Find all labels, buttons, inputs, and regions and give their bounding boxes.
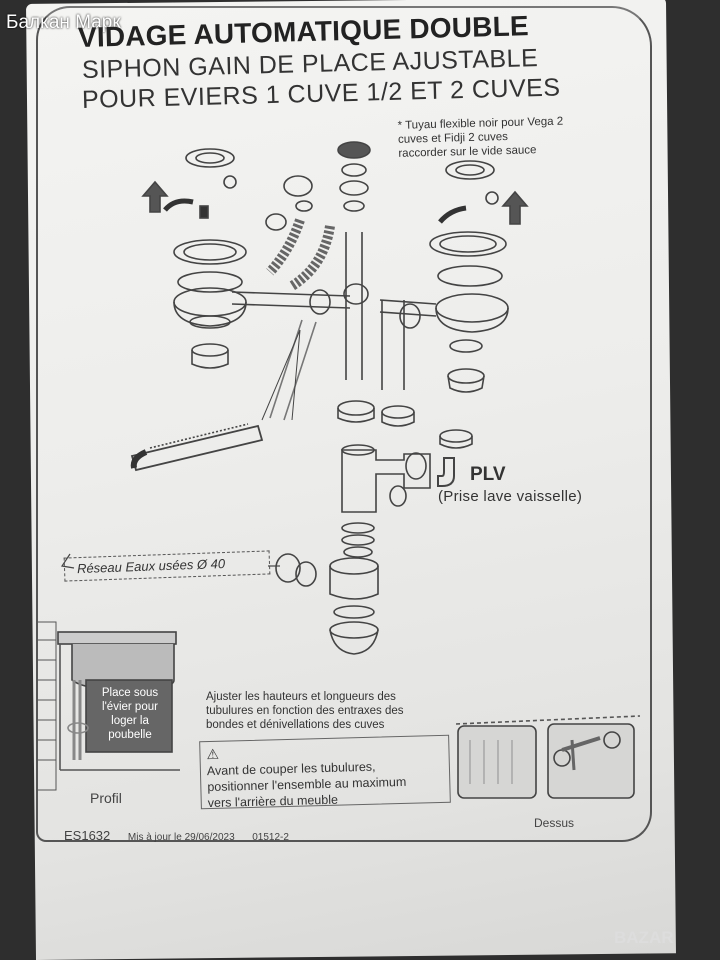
profile-wall-bricks [38, 621, 57, 791]
right-bowl [435, 293, 509, 323]
profil-label: Profil [90, 790, 122, 806]
footer: ES1632 Mis à jour le 29/06/2023 01512-2 [64, 828, 303, 843]
right-up-arrow [501, 190, 529, 225]
warning-icon: ⚠ [206, 745, 220, 763]
adjust-line-2: tubulures en fonction des entraxes des [206, 705, 404, 717]
horizontal-pipe-right [379, 299, 437, 317]
adjust-line-3: bondes et dénivellations des cuves [206, 719, 385, 731]
flexible-hose-left [266, 218, 305, 276]
footer-date: Mis à jour le 29/06/2023 [127, 832, 235, 843]
left-up-arrow [141, 180, 169, 213]
right-strainer-ring [429, 231, 507, 257]
left-strainer-ring [173, 239, 247, 265]
dishwasher-inlet-elbow [437, 457, 455, 487]
plv-label: PLV [470, 464, 506, 485]
place-sous-evier-text: Place sous l'évier pour loger la poubell… [88, 686, 172, 742]
place-sous-line-2: l'évier pour [102, 701, 158, 713]
dessus-label: Dessus [534, 816, 575, 830]
watermark-bottom: BAZAR [614, 928, 674, 947]
plv-description: (Prise lave vaisselle) [438, 488, 583, 505]
siphon-tee-body [341, 449, 431, 513]
horizontal-pipe-left [231, 291, 351, 309]
right-strainer-plug [445, 160, 495, 180]
sheet-frame [36, 6, 652, 842]
warning-box: ⚠Avant de couper les tubulures, position… [199, 734, 451, 810]
flexible-hose-right [289, 225, 335, 291]
place-sous-line-1: Place sous [101, 687, 159, 699]
siphon-bottle [329, 566, 379, 600]
siphon-cup [329, 621, 379, 639]
place-sous-line-3: loger la [111, 715, 149, 727]
place-sous-line-4: poubelle [108, 729, 152, 741]
watermark-top: Балкан Марк [6, 12, 121, 33]
adjust-line-1: Ajuster les hauteurs et longueurs des [206, 691, 396, 703]
profile-sink-illustration [57, 631, 180, 771]
vertical-pipe-centre [345, 232, 363, 380]
footer-code: ES1632 [64, 828, 111, 843]
adjust-instructions: Ajuster les hauteurs et longueurs des tu… [206, 690, 444, 732]
left-strainer-plug [185, 148, 235, 168]
top-view-illustration [455, 715, 641, 799]
centre-overflow-cap [337, 141, 371, 159]
footer-ref: 01512-2 [252, 832, 289, 843]
